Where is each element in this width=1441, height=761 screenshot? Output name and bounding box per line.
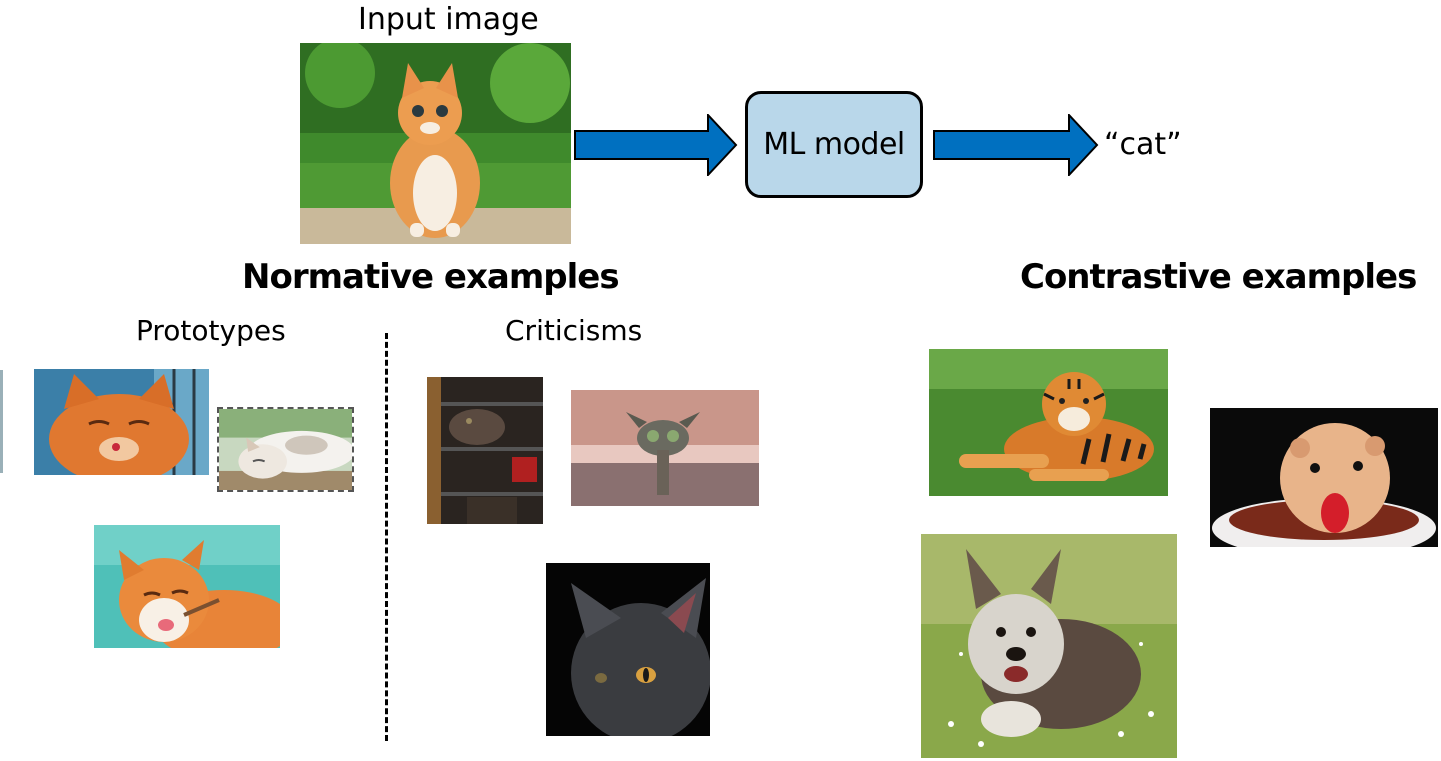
ml-model-label: ML model <box>763 127 905 162</box>
black-cat-photo <box>546 563 710 736</box>
cat-partial-photo <box>0 370 3 473</box>
normative-heading: Normative examples <box>242 257 620 297</box>
tiger-photo <box>929 349 1168 496</box>
hamster-photo <box>1210 408 1438 547</box>
cat-in-shelf-photo <box>427 377 543 524</box>
input-image-label: Input image <box>358 2 539 37</box>
right-arrow-icon <box>933 114 1099 176</box>
cat-peeking-photo <box>571 390 759 506</box>
cat-licking-photo <box>94 525 280 648</box>
dog-running-photo <box>921 534 1177 758</box>
kitten-photo <box>300 43 571 244</box>
criticisms-label: Criticisms <box>505 314 643 347</box>
prototypes-label: Prototypes <box>136 314 286 347</box>
output-label: “cat” <box>1104 127 1182 162</box>
cat-sleeping-photo <box>217 407 354 492</box>
contrastive-heading: Contrastive examples <box>1020 257 1417 297</box>
section-divider <box>385 333 388 741</box>
ml-model-box: ML model <box>745 91 923 198</box>
right-arrow-icon <box>574 114 738 176</box>
cat-squinting-photo <box>34 369 209 475</box>
